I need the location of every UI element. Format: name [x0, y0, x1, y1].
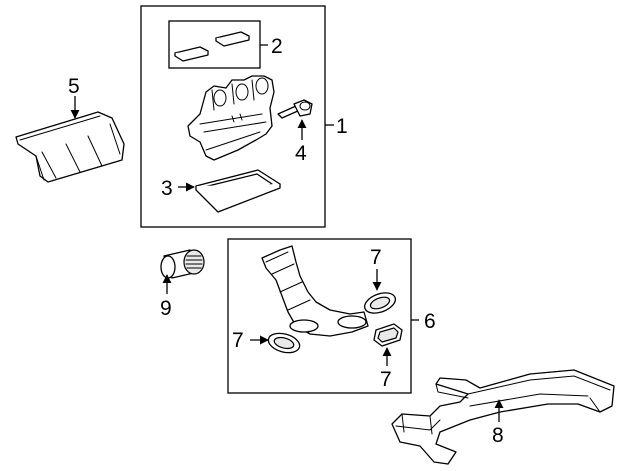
- part-3-gasket: [195, 169, 281, 213]
- part-2-pads: [174, 31, 250, 62]
- callout-4: 4: [295, 142, 307, 165]
- callout-1: 1: [336, 115, 348, 138]
- callout-8: 8: [492, 424, 504, 447]
- group-box-6: [227, 238, 412, 394]
- part-8-rear-floor-duct: [391, 369, 615, 465]
- callout-9: 9: [160, 297, 172, 320]
- part-7-seal-left: [267, 332, 301, 354]
- part-9-round-vent: [160, 249, 205, 279]
- part-7-seal-top: [364, 292, 396, 314]
- callout-2: 2: [271, 35, 283, 58]
- group-box-1: [140, 5, 326, 228]
- callout-7-left: 7: [232, 329, 244, 352]
- part-4-fitting: [277, 99, 313, 119]
- center-duct-assembly: [187, 75, 275, 161]
- part-7-seal-right: [373, 323, 403, 347]
- part-5-duct-cover: [15, 111, 125, 183]
- callout-3: 3: [161, 177, 173, 200]
- part-6-floor-duct: [261, 245, 369, 337]
- callout-7-top: 7: [370, 246, 382, 269]
- callout-6: 6: [424, 310, 436, 333]
- callout-5: 5: [68, 75, 80, 98]
- callout-7-bottom: 7: [380, 368, 392, 391]
